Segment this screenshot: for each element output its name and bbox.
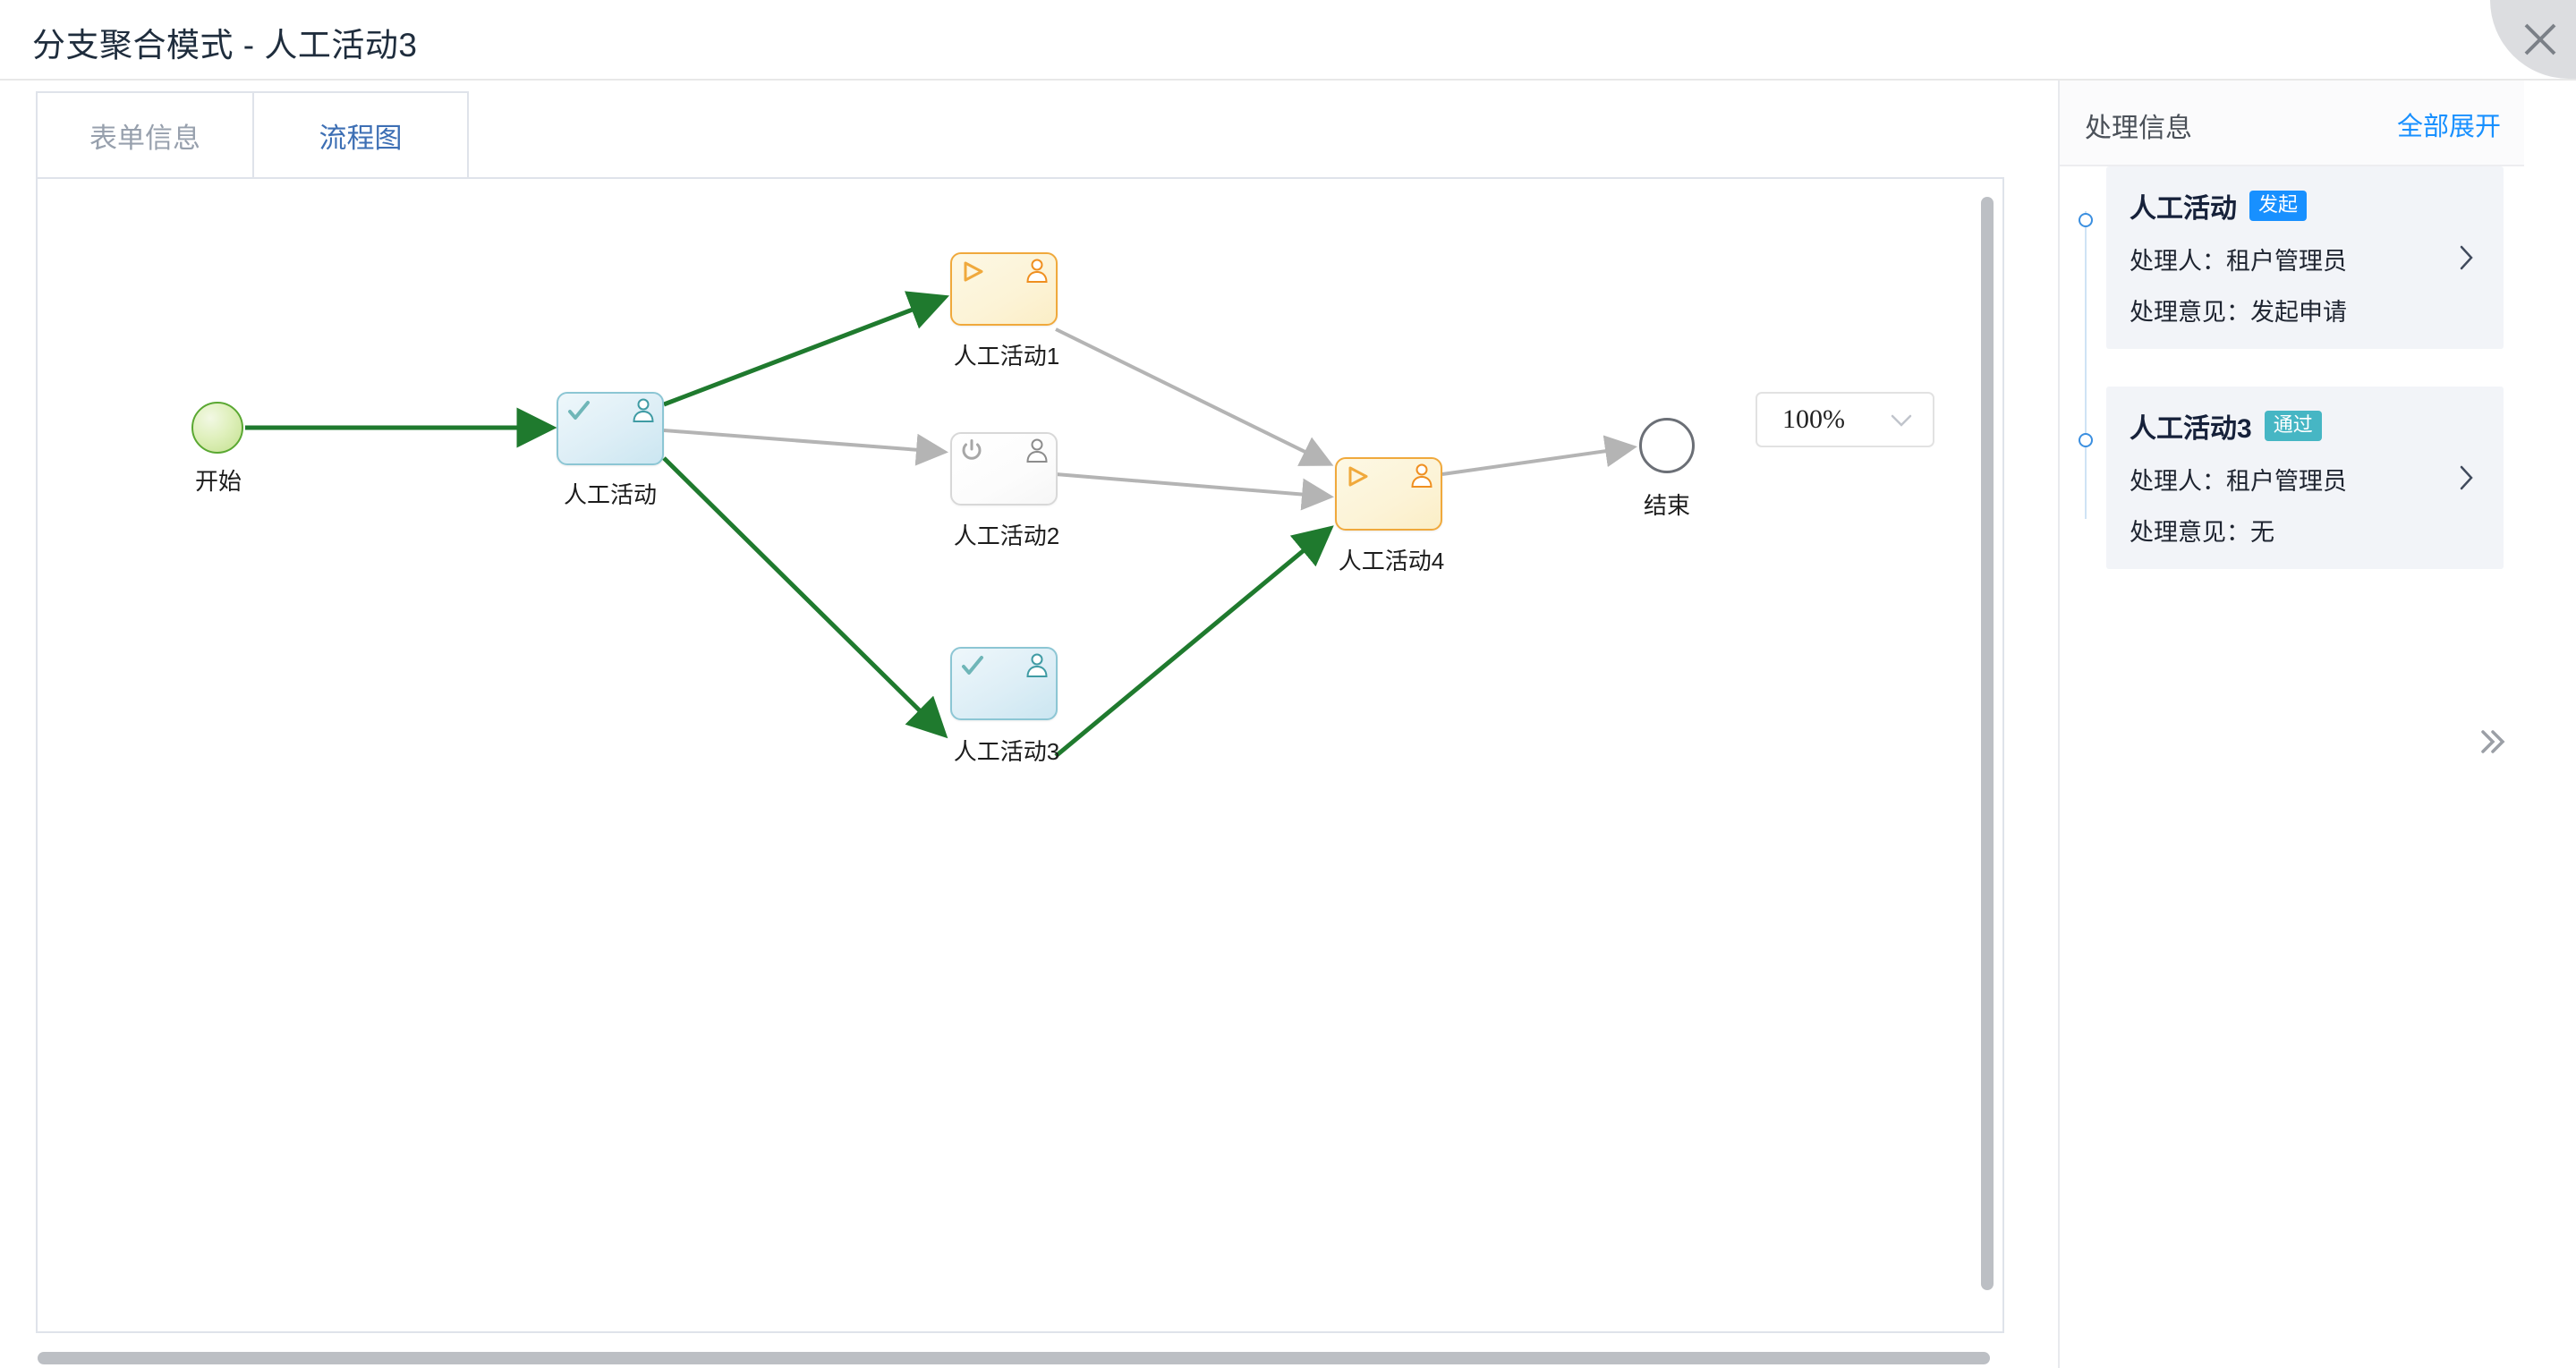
comment-value: 无 xyxy=(2250,519,2274,546)
comment-label: 处理意见： xyxy=(2130,519,2250,546)
node-task1-shape xyxy=(950,252,1058,326)
tab-flowchart[interactable]: 流程图 xyxy=(252,91,469,179)
person-icon xyxy=(1024,652,1050,682)
canvas-horizontal-scrollbar-thumb[interactable] xyxy=(38,1352,1990,1364)
timeline-axis xyxy=(2085,211,2087,519)
timeline-item-1-header: 人工活动 发起 xyxy=(2130,186,2480,225)
edge-task1-task4 xyxy=(1055,327,1334,466)
check-icon xyxy=(565,398,592,429)
node-task0-label: 人工活动 xyxy=(563,481,657,508)
node-task2-shape xyxy=(950,432,1058,506)
timeline-item-1-title: 人工活动 xyxy=(2130,194,2237,224)
zoom-level-select[interactable]: 100% xyxy=(1756,392,1934,447)
edge-task4-end xyxy=(1441,435,1637,476)
window-header: 分支聚合模式 - 人工活动3 xyxy=(0,0,2576,81)
zoom-level-value: 100% xyxy=(1782,404,1845,434)
process-info-title: 处理信息 xyxy=(2085,114,2192,143)
timeline-item-2[interactable]: 人工活动3 通过 处理人：租户管理员 处理意见：无 xyxy=(2106,387,2504,569)
node-task0-shape xyxy=(557,392,664,465)
timeline-item-1-handler: 处理人：租户管理员 xyxy=(2130,242,2480,276)
edge-task0-task3 xyxy=(662,456,948,739)
power-icon xyxy=(959,438,984,468)
comment-label: 处理意见： xyxy=(2130,299,2250,326)
close-button[interactable] xyxy=(2490,0,2576,79)
timeline-dot xyxy=(2079,213,2093,227)
canvas-horizontal-scrollbar[interactable] xyxy=(38,1349,2006,1367)
flowchart-canvas[interactable]: 开始 人工活动 xyxy=(38,179,2002,1331)
page-title: 分支聚合模式 - 人工活动3 xyxy=(32,27,418,64)
timeline-item-2-handler: 处理人：租户管理员 xyxy=(2130,462,2480,497)
double-chevron-right-icon xyxy=(2474,730,2512,764)
collapse-panel-button[interactable] xyxy=(2474,723,2512,765)
process-info-header: 处理信息 全部展开 xyxy=(2060,81,2524,166)
handler-value: 租户管理员 xyxy=(2226,248,2347,275)
node-task3-label: 人工活动3 xyxy=(953,738,1060,765)
person-icon xyxy=(631,397,656,427)
timeline-item-1-comment: 处理意见：发起申请 xyxy=(2130,293,2480,327)
edge-task0-task2 xyxy=(663,429,948,466)
play-icon xyxy=(1344,463,1371,495)
tab-bar: 表单信息 流程图 xyxy=(36,91,469,179)
check-icon xyxy=(959,653,986,684)
canvas-vertical-scrollbar[interactable] xyxy=(1977,186,1997,1328)
play-icon xyxy=(959,259,986,290)
person-icon xyxy=(1024,258,1050,287)
handler-value: 租户管理员 xyxy=(2226,468,2347,495)
chevron-right-icon[interactable] xyxy=(2457,243,2475,278)
person-icon xyxy=(1409,463,1434,492)
node-start-label: 开始 xyxy=(194,468,242,495)
handler-label: 处理人： xyxy=(2130,248,2226,275)
tab-form-info[interactable]: 表单信息 xyxy=(36,91,252,179)
diagram-panel: 表单信息 流程图 xyxy=(0,81,2058,1368)
node-task4-label: 人工活动4 xyxy=(1338,548,1445,574)
node-task4-shape xyxy=(1335,457,1442,531)
node-task1-label: 人工活动1 xyxy=(953,343,1060,370)
timeline-item-2-comment: 处理意见：无 xyxy=(2130,513,2480,548)
comment-value: 发起申请 xyxy=(2250,299,2347,326)
timeline-item-2-header: 人工活动3 通过 xyxy=(2130,406,2480,446)
edge-task2-task4 xyxy=(1055,472,1334,511)
status-badge: 发起 xyxy=(2249,191,2308,221)
chevron-down-icon xyxy=(1890,412,1913,434)
person-icon xyxy=(1024,438,1050,467)
timeline-item-2-title: 人工活动3 xyxy=(2130,414,2252,444)
flowchart-edges xyxy=(245,291,1637,758)
process-info-panel: 处理信息 全部展开 人工活动 发起 处理人：租户管理员 处理意见：发起申请 xyxy=(2058,81,2524,1368)
canvas-vertical-scrollbar-thumb[interactable] xyxy=(1981,197,1994,1290)
chevron-right-icon[interactable] xyxy=(2457,463,2475,498)
node-end-label: 结束 xyxy=(1643,492,1690,519)
expand-all-link[interactable]: 全部展开 xyxy=(2396,113,2501,141)
start-shape xyxy=(191,402,243,454)
flowchart-canvas-container[interactable]: 开始 人工活动 xyxy=(36,177,2004,1333)
node-task2-label: 人工活动2 xyxy=(953,523,1060,549)
timeline-item-1[interactable]: 人工活动 发起 处理人：租户管理员 处理意见：发起申请 xyxy=(2106,166,2504,349)
node-task3-shape xyxy=(950,647,1058,720)
timeline-dot xyxy=(2079,433,2093,447)
status-badge: 通过 xyxy=(2264,411,2322,441)
edge-task3-task4 xyxy=(1054,525,1334,758)
end-shape xyxy=(1639,418,1695,473)
handler-label: 处理人： xyxy=(2130,468,2226,495)
edge-task0-task1 xyxy=(663,291,950,407)
